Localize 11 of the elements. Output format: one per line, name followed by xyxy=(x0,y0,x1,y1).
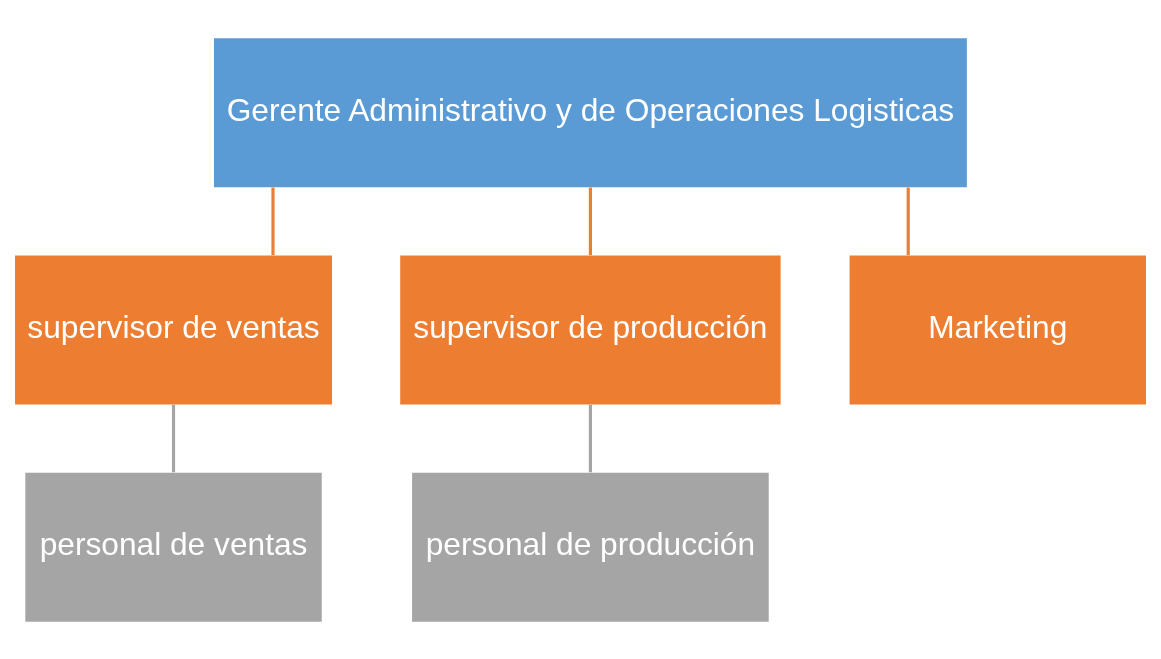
node-box: Gerente Administrativo y de Operaciones Logisticas xyxy=(213,37,967,187)
connector xyxy=(588,404,592,472)
node-box: supervisor de producción xyxy=(400,255,781,404)
connector xyxy=(588,187,592,255)
node-box: supervisor de ventas xyxy=(15,255,333,404)
node-box: personal de ventas xyxy=(25,472,322,622)
connector xyxy=(171,404,176,472)
connector xyxy=(271,187,275,255)
node-box: Marketing xyxy=(849,255,1146,404)
node-box: personal de producción xyxy=(412,472,769,622)
connector xyxy=(906,187,910,255)
